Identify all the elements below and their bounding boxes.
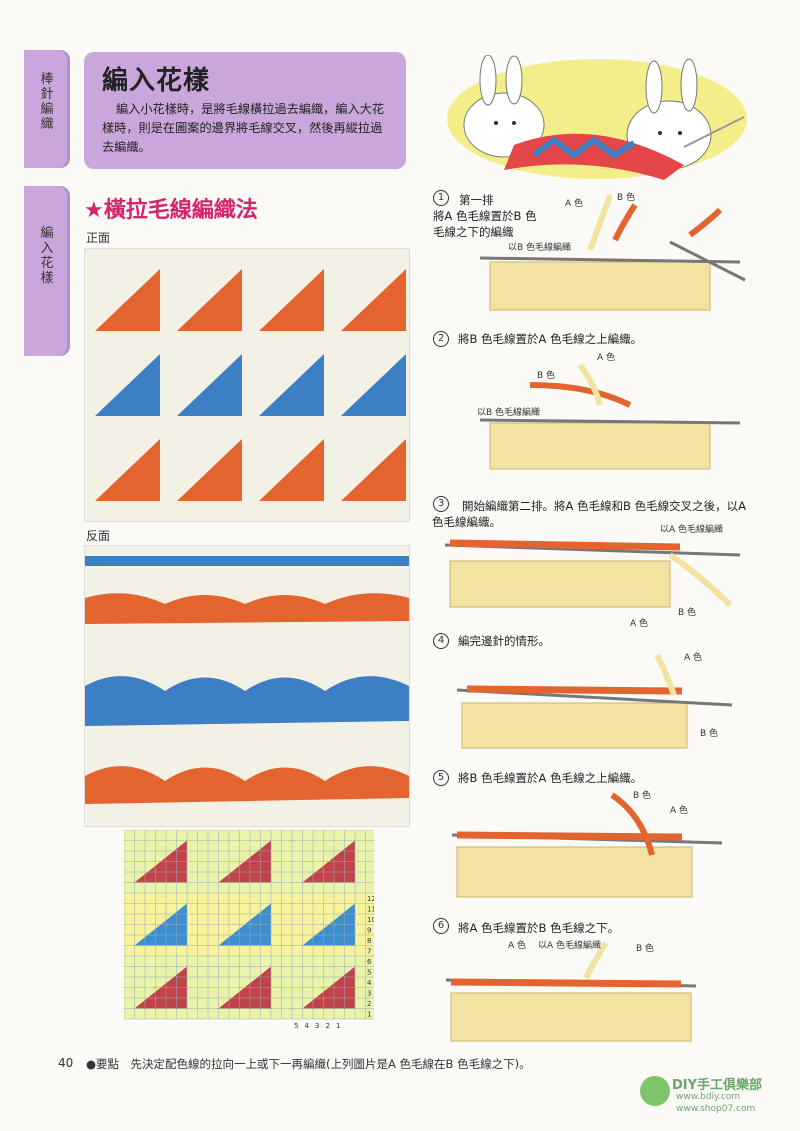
step-note: A 色 <box>565 199 584 209</box>
back-label: 反面 <box>86 529 111 543</box>
chart-row-number: 3 <box>367 990 371 998</box>
step-text: 開始編織第二排。將A 色毛線和B 色毛線交叉之後，以A 色毛線編織。 <box>432 499 746 529</box>
chart-row-number: 6 <box>367 958 372 966</box>
footer-note: ●要點 先決定配色線的拉向一上或下一再編織(上列圖片是A 色毛線在B 色毛線之下… <box>86 1057 531 1071</box>
logo-url: www.bdiy.com <box>676 1092 741 1102</box>
step-number: 3 <box>433 496 449 512</box>
step-number: 2 <box>433 331 449 347</box>
step-note: 以B 色毛線編織 <box>477 408 541 418</box>
chart-col-number: 4 <box>305 1022 310 1030</box>
chart-row-number: 5 <box>367 969 371 977</box>
step-note: A 色 <box>670 806 689 816</box>
knit-triangle <box>95 354 160 416</box>
step-note: B 色 <box>617 193 636 203</box>
side-tab-label: 棒針編織 <box>40 72 54 132</box>
step-note: 以B 色毛線編織 <box>508 243 572 253</box>
step-note: B 色 <box>537 371 556 381</box>
back-knit-photo <box>84 545 410 827</box>
knit-triangle <box>177 354 242 416</box>
step-text: 編完邊針的情形。 <box>458 634 550 648</box>
logo-url: www.shop07.com <box>676 1104 756 1114</box>
step-diagram <box>445 938 756 1048</box>
chart-row-number: 8 <box>367 937 371 945</box>
chart-row-number: 10 <box>367 916 374 924</box>
knit-triangle <box>95 269 160 331</box>
chart-row-number: 1 <box>367 1011 371 1019</box>
knit-triangle <box>259 269 324 331</box>
step-text: 將B 色毛線置於A 色毛線之上編織。 <box>458 332 643 346</box>
step-diagram <box>470 190 760 320</box>
page-number: 40 <box>58 1056 74 1070</box>
side-tab-colorwork[interactable]: 編入花樣 <box>24 186 70 356</box>
step-diagram <box>440 525 750 625</box>
knit-triangle <box>341 354 406 416</box>
step-number: 1 <box>433 190 449 206</box>
knit-triangle <box>177 269 242 331</box>
step-note: A 色 <box>597 353 616 363</box>
step-number: 4 <box>433 633 449 649</box>
step-note: A 色 <box>684 653 703 663</box>
step-text: 將B 色毛線置於A 色毛線之上編織。 <box>458 771 643 785</box>
logo-name: DIY手工俱樂部 <box>672 1078 763 1093</box>
knit-triangle <box>341 439 406 501</box>
chart-row-number: 11 <box>367 906 374 914</box>
step-note: 以A 色毛線編織 <box>538 941 602 951</box>
step-number: 6 <box>433 918 449 934</box>
chart-col-number: 1 <box>336 1022 340 1030</box>
intro-text: 編入小花樣時，是將毛線橫拉過去編織，編入大花樣時，則是在圖案的邊界將毛線交叉，然… <box>102 102 385 154</box>
chart-row-number: 7 <box>367 948 371 956</box>
chart-col-number: 5 <box>294 1022 298 1030</box>
chart-row-number: 2 <box>367 1000 371 1008</box>
section-title: ★橫拉毛線編織法 <box>84 198 258 223</box>
side-tab-knitting[interactable]: 棒針編織 <box>24 50 70 168</box>
knit-triangle <box>259 439 324 501</box>
step-note: B 色 <box>700 729 719 739</box>
step-text: 將A 色毛線置於B 色毛線之下。 <box>458 921 620 935</box>
knit-triangle <box>177 439 242 501</box>
bunnies-illustration <box>444 54 750 183</box>
front-knit-photo <box>84 248 410 522</box>
chart-col-number: 2 <box>326 1022 330 1030</box>
chart-row-number: 4 <box>367 979 372 987</box>
step-text: 第一排 將A 色毛線置於B 色毛線之下的編織 <box>433 193 537 239</box>
step-diagram <box>451 785 752 905</box>
step-note: B 色 <box>636 944 655 954</box>
page-title: 編入花樣 <box>102 66 211 96</box>
chart-col-number: 3 <box>315 1022 319 1030</box>
step-note: B 色 <box>633 791 652 801</box>
knit-triangle <box>341 269 406 331</box>
step-note: B 色 <box>678 608 697 618</box>
step-diagram <box>452 645 752 755</box>
step-number: 5 <box>433 770 449 786</box>
chart-row-number: 12 <box>367 895 374 903</box>
site-logo: DIY手工俱樂部 www.bdiy.com www.shop07.com <box>640 1074 770 1118</box>
chart-row-number: 9 <box>367 927 371 935</box>
step-note: A 色 <box>630 619 649 629</box>
step-diagram <box>470 345 760 475</box>
knit-triangle <box>95 439 160 501</box>
front-label: 正面 <box>86 231 111 245</box>
side-tab-label: 編入花樣 <box>40 226 54 286</box>
step-note: 以A 色毛線編織 <box>660 525 724 535</box>
knit-triangle <box>259 354 324 416</box>
step-note: A 色 <box>508 941 527 951</box>
header-box <box>84 52 406 169</box>
